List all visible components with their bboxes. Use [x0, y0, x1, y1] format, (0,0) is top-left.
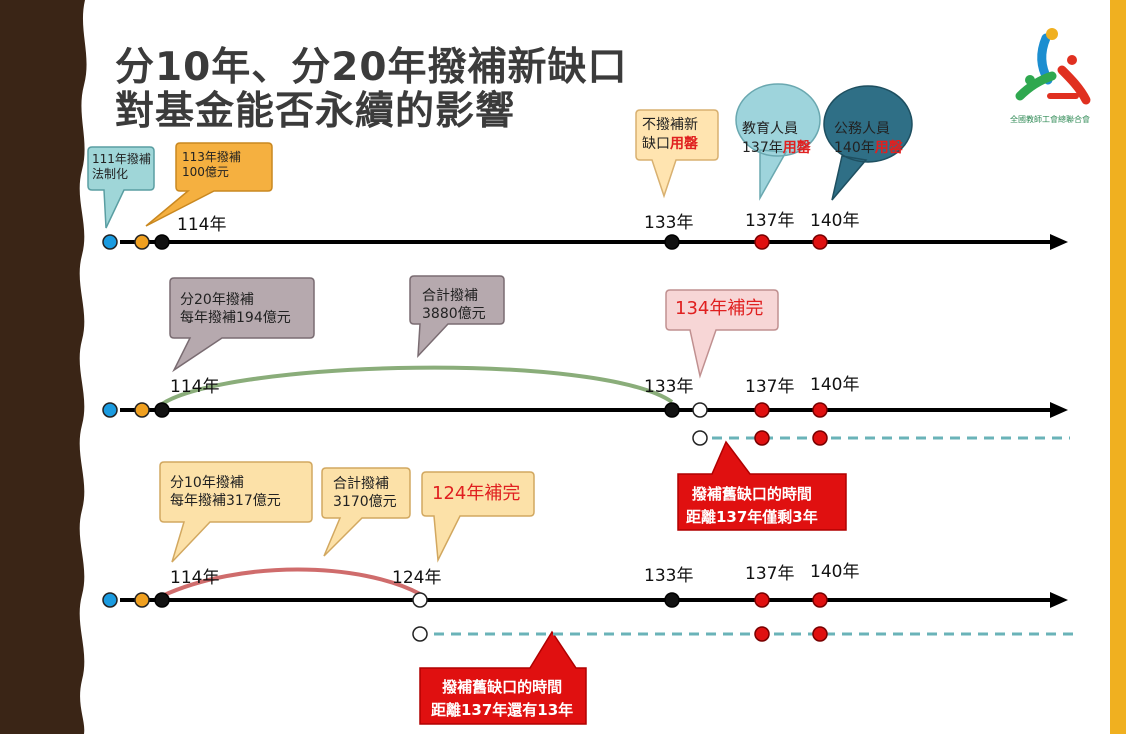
- callout-134: [665, 289, 779, 379]
- mid-tick-114: 114年: [170, 377, 220, 397]
- callout-no-fund: [635, 109, 719, 199]
- callout-civil: [823, 85, 913, 201]
- callout-10yr-text: 分10年撥補每年撥補317億元: [170, 475, 281, 509]
- title-line-1: 分10年、分20年撥補新缺口: [115, 45, 628, 90]
- arc-20yr: [160, 365, 674, 406]
- bottom-dot-137-dashed: [754, 626, 770, 642]
- top-dot-140: [812, 234, 828, 250]
- mid-red-note-box: [677, 440, 847, 531]
- mid-red-note: 撥補舊缺口的時間距離137年僅剩3年: [686, 485, 818, 527]
- callout-teacher: [735, 83, 821, 201]
- callout-111-text: 111年撥補法制化: [92, 152, 151, 181]
- bottom-dot-111: [102, 592, 118, 608]
- callout-civil-text: 公務人員 140年用罄: [834, 121, 903, 156]
- callout-total-3880: [409, 275, 505, 359]
- bottom-red-note-box: [419, 630, 587, 725]
- bottom-dot-114: [154, 592, 170, 608]
- bottom-dot-133: [664, 592, 680, 608]
- top-dot-114: [154, 234, 170, 250]
- top-tick-140: 140年: [810, 211, 860, 231]
- top-dot-111: [102, 234, 118, 250]
- top-tick-137: 137年: [745, 211, 795, 231]
- mid-tick-133: 133年: [644, 377, 694, 397]
- bottom-tick-124: 124年: [392, 568, 442, 588]
- bottom-dot-124-dashed: [412, 626, 428, 642]
- mid-dot-140-dashed: [812, 430, 828, 446]
- callout-teacher-text: 教育人員 137年用罄: [742, 121, 811, 156]
- arc-10yr: [161, 567, 421, 598]
- callout-134-done: 134年補完: [675, 298, 764, 319]
- mid-dot-134: [692, 402, 708, 418]
- callout-total-3170: [321, 467, 411, 557]
- bottom-red-note: 撥補舊缺口的時間距離137年還有13年: [431, 678, 574, 720]
- callout-124-done: 124年補完: [432, 483, 521, 504]
- top-dot-113: [134, 234, 150, 250]
- callout-111: [87, 146, 155, 229]
- mid-dot-134-dashed: [692, 430, 708, 446]
- axis-top-arrow-icon: [1050, 234, 1068, 250]
- callout-20yr: [169, 277, 315, 373]
- axis-bottom-arrow-icon: [1050, 592, 1068, 608]
- mid-dot-114: [154, 402, 170, 418]
- callout-10yr: [159, 461, 313, 563]
- axis-middle-arrow-icon: [1050, 402, 1068, 418]
- mid-dot-137: [754, 402, 770, 418]
- bottom-dot-140: [812, 592, 828, 608]
- organization-name: 全國教師工會總聯合會: [1010, 115, 1090, 124]
- title-line-2: 對基金能否永續的影響: [115, 89, 516, 134]
- right-stripe: [1110, 0, 1126, 734]
- top-tick-114: 114年: [177, 215, 227, 235]
- bottom-tick-140: 140年: [810, 562, 860, 582]
- bottom-tick-133: 133年: [644, 566, 694, 586]
- bottom-tick-114: 114年: [170, 568, 220, 588]
- callout-124: [421, 471, 535, 563]
- callout-no-fund-text: 不撥補新 缺口用罄: [642, 117, 698, 152]
- top-tick-133: 133年: [644, 213, 694, 233]
- mid-tick-140: 140年: [810, 375, 860, 395]
- bottom-dot-113: [134, 592, 150, 608]
- callout-113: [145, 142, 273, 227]
- mid-dot-111: [102, 402, 118, 418]
- mid-dot-113: [134, 402, 150, 418]
- mid-tick-137: 137年: [745, 377, 795, 397]
- bottom-dot-124: [412, 592, 428, 608]
- top-dot-133: [664, 234, 680, 250]
- bottom-dot-137: [754, 592, 770, 608]
- bottom-dot-140-dashed: [812, 626, 828, 642]
- mid-dot-140: [812, 402, 828, 418]
- organization-logo-icon: [1015, 28, 1091, 105]
- mid-dot-133: [664, 402, 680, 418]
- bottom-tick-137: 137年: [745, 564, 795, 584]
- top-dot-137: [754, 234, 770, 250]
- mid-dot-137-dashed: [754, 430, 770, 446]
- left-border: [0, 0, 87, 734]
- callout-20yr-text: 分20年撥補每年撥補194億元: [180, 292, 291, 326]
